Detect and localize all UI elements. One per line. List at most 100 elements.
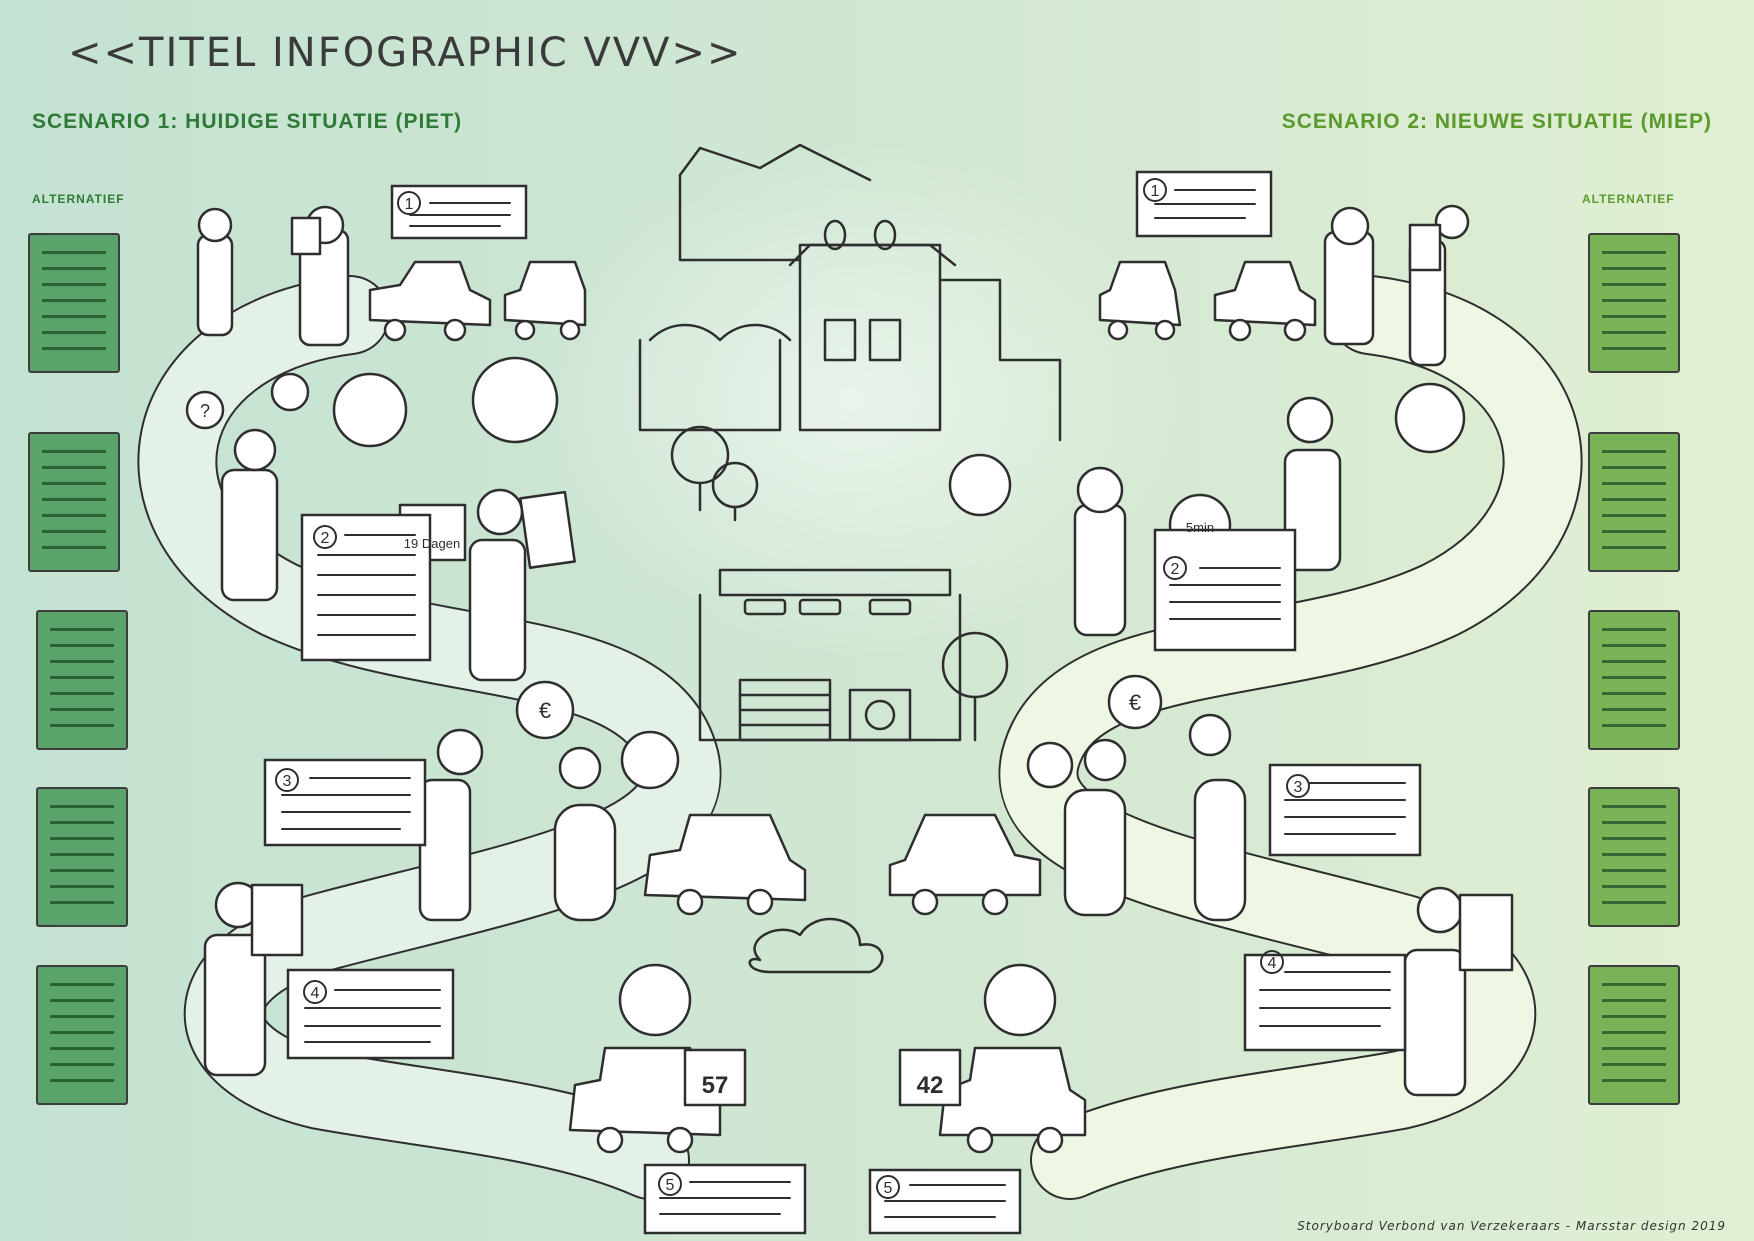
alternative-card-left	[36, 610, 128, 750]
alternative-card-line	[50, 628, 114, 631]
alternative-card-line	[1602, 885, 1666, 888]
euro-bubble-left: €	[539, 698, 551, 723]
alternative-card-line	[42, 450, 106, 453]
town-sketch	[638, 143, 1062, 974]
step-number-labels: 1 2 3 4 5 1 2 3 4 5	[275, 178, 1310, 1199]
alternative-card-line	[1602, 1079, 1666, 1082]
alternative-card-line	[42, 251, 106, 254]
road-left	[137, 275, 722, 1200]
step-number-left-1: 1	[405, 196, 414, 213]
alternative-card-line	[1602, 347, 1666, 350]
alternative-card-line	[1602, 660, 1666, 663]
alternative-card-right	[1588, 787, 1680, 927]
step-number-right-3: 3	[1294, 779, 1303, 796]
alternative-card-line	[42, 498, 106, 501]
alternative-card-line	[42, 331, 106, 334]
alternative-card-line	[1602, 530, 1666, 533]
alternative-card-line	[42, 466, 106, 469]
calendar-days-left: 19 Dagen	[404, 536, 460, 551]
alternative-card-line	[1602, 644, 1666, 647]
alternative-card-line	[1602, 821, 1666, 824]
alternative-card-line	[1602, 299, 1666, 302]
alternatief-left-label: ALTERNATIEF	[32, 192, 125, 206]
step-number-left-5: 5	[666, 1177, 675, 1194]
alternative-card-line	[50, 1031, 114, 1034]
alternative-card-right	[1588, 965, 1680, 1105]
alternative-card-line	[1602, 999, 1666, 1002]
alternative-card-line	[1602, 315, 1666, 318]
alternative-card-line	[42, 546, 106, 549]
alternative-card-line	[1602, 901, 1666, 904]
step-card-left-3	[263, 758, 427, 847]
alternative-card-line	[50, 869, 114, 872]
alternative-card-right	[1588, 610, 1680, 750]
stopwatch-label: 5min	[1186, 520, 1214, 535]
alternative-card-line	[42, 530, 106, 533]
scenario-2-heading: SCENARIO 2: NIEUWE SITUATIE (MIEP)	[1281, 110, 1712, 133]
question-mark: ?	[200, 401, 210, 421]
alternative-card-line	[50, 660, 114, 663]
alternative-card-line	[1602, 676, 1666, 679]
alternative-card-line	[50, 885, 114, 888]
alternative-card-line	[1602, 628, 1666, 631]
alternative-card-line	[1602, 708, 1666, 711]
step-number-left-3: 3	[283, 773, 292, 790]
alternative-card-line	[50, 644, 114, 647]
alternative-card-line	[1602, 251, 1666, 254]
day-count-left: 57	[702, 1072, 729, 1099]
alternative-card-line	[42, 482, 106, 485]
alternative-card-line	[1602, 837, 1666, 840]
alternative-card-line	[42, 299, 106, 302]
page-title: <<TITEL INFOGRAPHIC VVV>>	[68, 30, 743, 76]
alternative-card-line	[42, 347, 106, 350]
scenario-1-heading: SCENARIO 1: HUIDIGE SITUATIE (PIET)	[32, 110, 463, 133]
alternative-card-line	[1602, 331, 1666, 334]
euro-bubble-right: €	[1129, 690, 1141, 715]
alternative-card-line	[50, 708, 114, 711]
step-number-left-4: 4	[311, 985, 320, 1002]
alternative-card-line	[50, 692, 114, 695]
alternative-card-line	[50, 1063, 114, 1066]
alternative-card-line	[50, 853, 114, 856]
alternative-card-line	[50, 837, 114, 840]
day-count-right: 42	[917, 1072, 944, 1099]
alternative-card-line	[1602, 267, 1666, 270]
alternative-card-left	[36, 787, 128, 927]
alternative-card-line	[1602, 498, 1666, 501]
alternative-card-line	[1602, 1047, 1666, 1050]
alternative-card-line	[1602, 805, 1666, 808]
alternative-card-line	[50, 999, 114, 1002]
alternative-card-line	[50, 1015, 114, 1018]
step-card-right-2	[1153, 528, 1297, 652]
alternative-card-line	[1602, 692, 1666, 695]
step-card-lines	[281, 189, 1406, 1218]
alternative-card-line	[50, 805, 114, 808]
step-card-right-3	[1268, 763, 1422, 857]
step-number-right-1: 1	[1151, 183, 1160, 200]
alternative-card-left	[36, 965, 128, 1105]
alternative-card-left	[28, 432, 120, 572]
alternative-card-line	[1602, 283, 1666, 286]
alternative-card-line	[50, 901, 114, 904]
alternative-card-line	[1602, 983, 1666, 986]
sketch-labels: ? 19 Dagen 5min € € 57 42	[200, 401, 1214, 1099]
step-number-left-2: 2	[321, 530, 330, 547]
alternative-card-line	[1602, 853, 1666, 856]
alternative-card-line	[1602, 466, 1666, 469]
alternative-card-line	[42, 514, 106, 517]
alternative-card-line	[50, 724, 114, 727]
footer-credit: Storyboard Verbond van Verzekeraars - Ma…	[1297, 1219, 1726, 1233]
alternative-card-line	[1602, 482, 1666, 485]
alternative-card-line	[50, 676, 114, 679]
right-scene-sketches	[888, 204, 1514, 1154]
alternative-card-line	[42, 267, 106, 270]
alternative-card-line	[1602, 1031, 1666, 1034]
town-glow	[520, 140, 1180, 660]
alternative-card-line	[1602, 1015, 1666, 1018]
alternative-card-line	[1602, 1063, 1666, 1066]
alternative-card-right	[1588, 432, 1680, 572]
alternative-card-line	[1602, 450, 1666, 453]
step-number-right-5: 5	[884, 1180, 893, 1197]
step-card-left-4	[286, 968, 455, 1060]
